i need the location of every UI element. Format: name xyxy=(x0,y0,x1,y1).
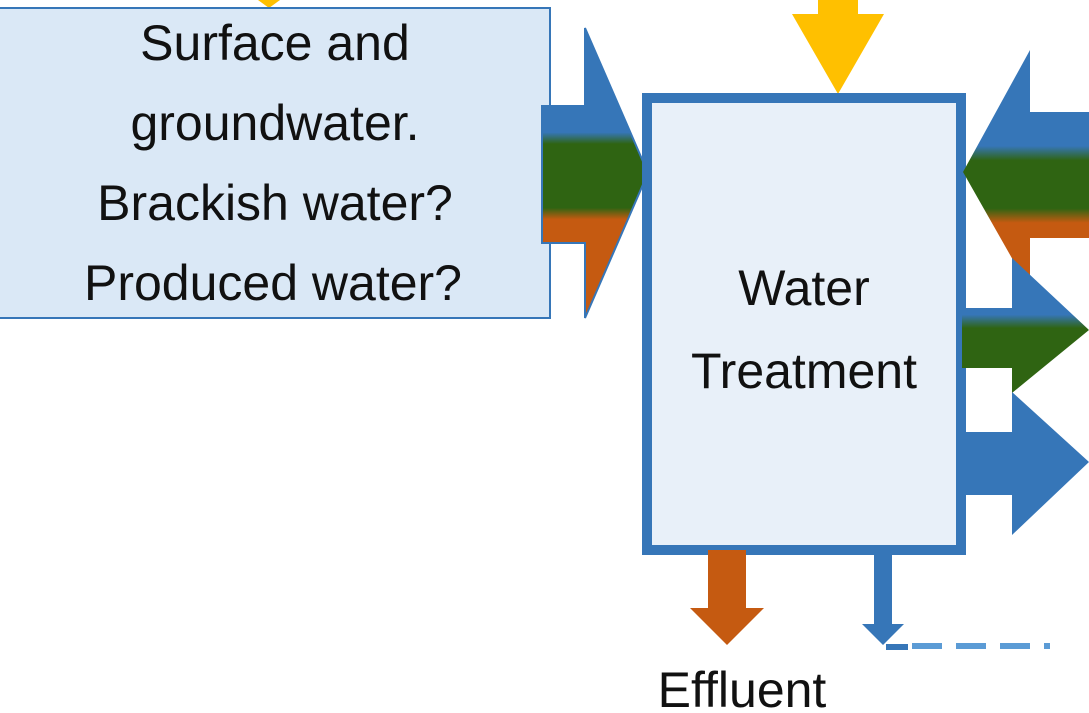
yellow-top-input-arrow xyxy=(792,0,884,94)
effluent-arrow xyxy=(690,550,764,645)
treatment-box-line-1: Water xyxy=(738,260,870,316)
yellow-input-arrow-tip xyxy=(258,0,280,8)
treatment-box-line-2: Treatment xyxy=(691,343,917,399)
source-box-line-1: Surface and xyxy=(140,15,410,71)
output-arrow-blue-green xyxy=(962,258,1089,393)
source-box-line-2: groundwater. xyxy=(130,95,419,151)
source-box xyxy=(0,7,551,319)
water-treatment-box xyxy=(642,93,966,555)
source-to-treatment-arrow xyxy=(541,27,650,319)
output-arrow-blue xyxy=(962,392,1089,535)
right-input-arrow xyxy=(963,50,1089,290)
effluent-label: Effluent xyxy=(658,662,827,713)
source-box-line-4: Produced water? xyxy=(84,255,462,311)
recycle-arrow-down xyxy=(862,550,904,645)
source-box-line-3: Brackish water? xyxy=(97,175,453,231)
